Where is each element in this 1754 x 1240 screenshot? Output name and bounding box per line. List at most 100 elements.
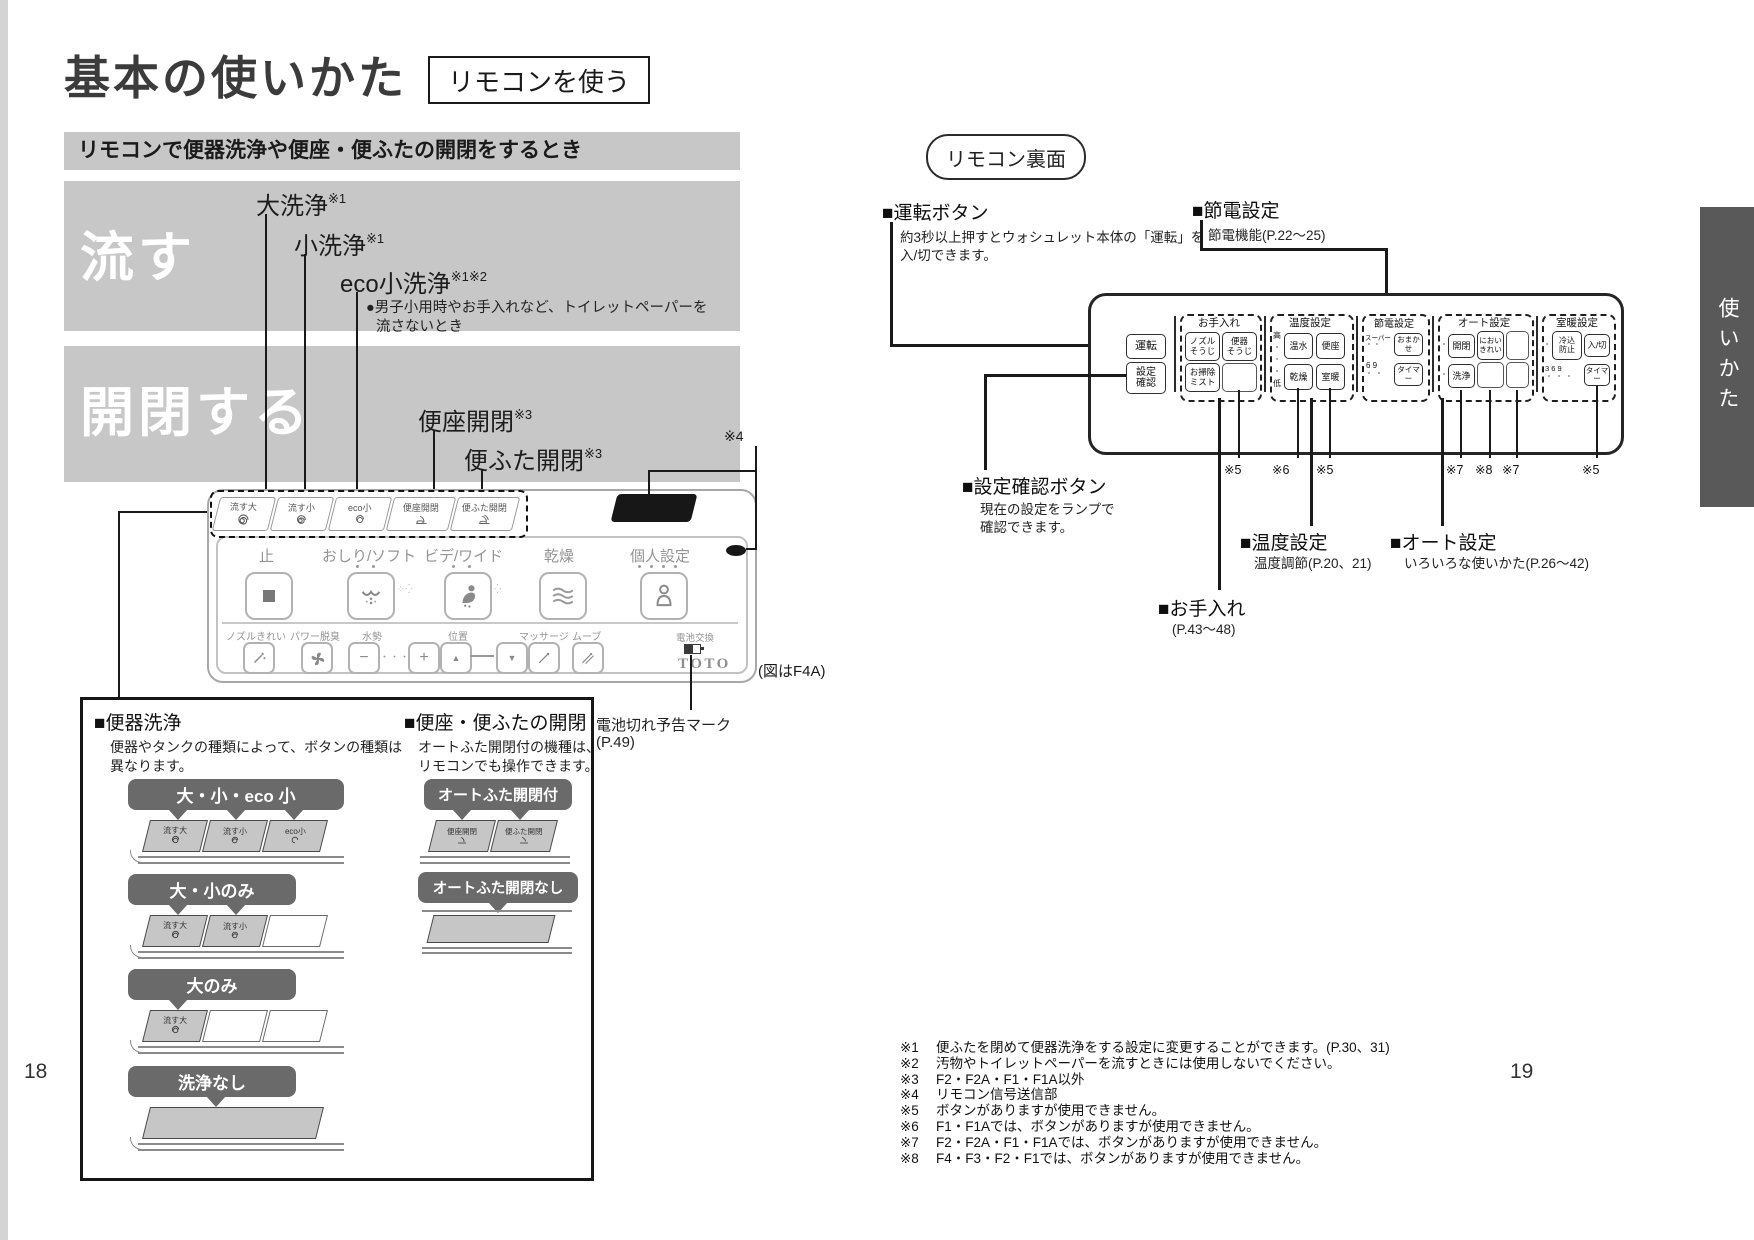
room-onoff-button: 入/切 bbox=[1584, 334, 1610, 357]
temp-group-label: 温度設定 bbox=[1289, 317, 1331, 329]
footnote-marker: ※5 bbox=[1224, 463, 1242, 477]
eco-group bbox=[1362, 314, 1430, 402]
confirm-leader-h bbox=[984, 374, 1126, 377]
callout-pointer bbox=[206, 1096, 226, 1107]
mini-blank-panel bbox=[142, 1107, 324, 1139]
confirm-desc2: 確認できます。 bbox=[980, 520, 1074, 535]
label-big-flush: 大洗浄※1 bbox=[256, 191, 347, 220]
ir-note-leader-v2 bbox=[648, 470, 650, 494]
mini-empty-slot bbox=[262, 915, 328, 947]
group-divider bbox=[1432, 316, 1434, 392]
room-369-mark: 3 6 9 bbox=[1545, 364, 1562, 373]
ir-note-leader-v bbox=[755, 446, 757, 550]
nozzle-clean-back-button: ノズル そうじ bbox=[1185, 332, 1220, 361]
lamp-dot bbox=[372, 565, 375, 568]
scale-dot bbox=[1276, 346, 1278, 348]
lid-open-button: 便ふた開閉 bbox=[449, 497, 521, 531]
eco-setting-desc: 節電機能(P.22〜25) bbox=[1208, 228, 1326, 243]
auto-annotation-desc: いろいろな使いかた(P.26〜42) bbox=[1404, 556, 1590, 571]
bowl-wash-desc1: 便器やタンクの種類によって、ボタンの種類は bbox=[110, 739, 403, 755]
personal-person-icon bbox=[656, 584, 672, 607]
care-group-label: お手入れ bbox=[1198, 317, 1240, 329]
lamp-dot bbox=[1368, 343, 1370, 345]
temp-annotation-desc: 温度調節(P.20、21) bbox=[1254, 556, 1372, 571]
stop-button bbox=[245, 572, 293, 620]
page-edge bbox=[0, 0, 8, 1240]
eco-super-mark: スーパー bbox=[1365, 335, 1391, 342]
power-button-desc2: 入/切できます。 bbox=[900, 248, 997, 263]
remote-edge-line bbox=[422, 910, 572, 912]
lamp-dot bbox=[674, 565, 677, 568]
temp-annotation: ■温度設定 bbox=[1240, 533, 1328, 554]
scale-dot bbox=[1276, 370, 1278, 372]
remote-edge-line bbox=[138, 957, 344, 959]
dry-label: 乾燥 bbox=[544, 548, 575, 565]
water-pressure-label: 水勢 bbox=[362, 632, 382, 643]
fan-icon bbox=[311, 652, 325, 666]
oshiri-label: おしり/ソフト bbox=[322, 548, 417, 565]
pressure-minus-button: − bbox=[348, 642, 380, 674]
position-up-button: ▲ bbox=[440, 642, 472, 674]
bidet-person-icon bbox=[462, 585, 476, 608]
lamp-dot bbox=[1443, 343, 1445, 345]
unused-button bbox=[1506, 362, 1529, 388]
remote-edge-line bbox=[422, 952, 572, 954]
confirm-annotation: ■設定確認ボタン bbox=[962, 477, 1107, 498]
variant-callout-no-auto-lid: オートふた開閉なし bbox=[418, 872, 578, 913]
page-number-right: 19 bbox=[1510, 1060, 1534, 1083]
remote-edge-line bbox=[420, 856, 570, 858]
mini-flush-small: 流す小 bbox=[202, 820, 268, 852]
oshiri-button bbox=[347, 572, 395, 620]
remote-edge-line bbox=[138, 1143, 344, 1145]
variant-callout-auto-lid: オートふた開閉付 bbox=[424, 779, 572, 820]
position-connector bbox=[470, 655, 494, 657]
pressure-plus-button: + bbox=[408, 642, 440, 674]
footnote-marker: ※7 bbox=[1446, 463, 1464, 477]
care-group bbox=[1180, 314, 1262, 402]
mini-flush-eco: eco小 bbox=[262, 820, 328, 852]
auto-group bbox=[1438, 314, 1534, 402]
mini-seat-open: 便座開閉 bbox=[428, 820, 496, 852]
remote-back-badge: リモコン裏面 bbox=[926, 134, 1086, 180]
bowl-clean-back-button: 便器 そうじ bbox=[1222, 332, 1257, 361]
cold-prevent-button: 冷込 防止 bbox=[1552, 331, 1582, 360]
flush-big-button: 流す大 bbox=[211, 497, 277, 531]
mini-lid-open: 便ふた開閉 bbox=[490, 820, 558, 852]
seat-icon bbox=[458, 837, 466, 844]
remote-edge-line bbox=[138, 1052, 344, 1054]
temp-high-mark: 高 bbox=[1273, 331, 1281, 340]
power-button-annotation: ■運転ボタン bbox=[882, 203, 989, 224]
footnote-marker: ※6 bbox=[1272, 463, 1290, 477]
lamp-dot bbox=[468, 565, 471, 568]
remote-edge-line bbox=[138, 856, 344, 858]
seat-open-button: 便座開閉 bbox=[385, 497, 457, 531]
oshiri-spray-icon bbox=[361, 589, 381, 605]
lamp-dot bbox=[662, 565, 665, 568]
callout-pointer bbox=[168, 999, 188, 1010]
footnote-marker: ※7 bbox=[1502, 463, 1520, 477]
power-leader-h bbox=[890, 344, 1130, 347]
room-group bbox=[1542, 314, 1616, 402]
lamp-dot bbox=[1548, 375, 1550, 377]
omakase-button: おまかせ bbox=[1394, 333, 1423, 356]
label-lid-open: 便ふた開閉※3 bbox=[464, 446, 603, 475]
flush-small-button: 流す小 bbox=[269, 497, 335, 531]
swirl-icon bbox=[171, 1026, 179, 1034]
care-annotation: ■お手入れ bbox=[1158, 599, 1246, 620]
lamp-dot bbox=[1376, 343, 1378, 345]
unused-button bbox=[1222, 363, 1257, 392]
unused-button bbox=[1506, 331, 1529, 360]
auto-group-label: オート設定 bbox=[1457, 317, 1511, 329]
lamp-dot bbox=[356, 565, 359, 568]
scale-dot bbox=[1276, 358, 1278, 360]
auto-annotation: ■オート設定 bbox=[1390, 533, 1497, 554]
flush-small-swirl-icon bbox=[297, 514, 307, 524]
eco-group-label: 節電設定 bbox=[1374, 319, 1414, 330]
bidet-label: ビデ/ワイド bbox=[424, 548, 504, 565]
battery-change-label: 電池交換 bbox=[676, 633, 715, 644]
marker-leader bbox=[1596, 386, 1598, 458]
